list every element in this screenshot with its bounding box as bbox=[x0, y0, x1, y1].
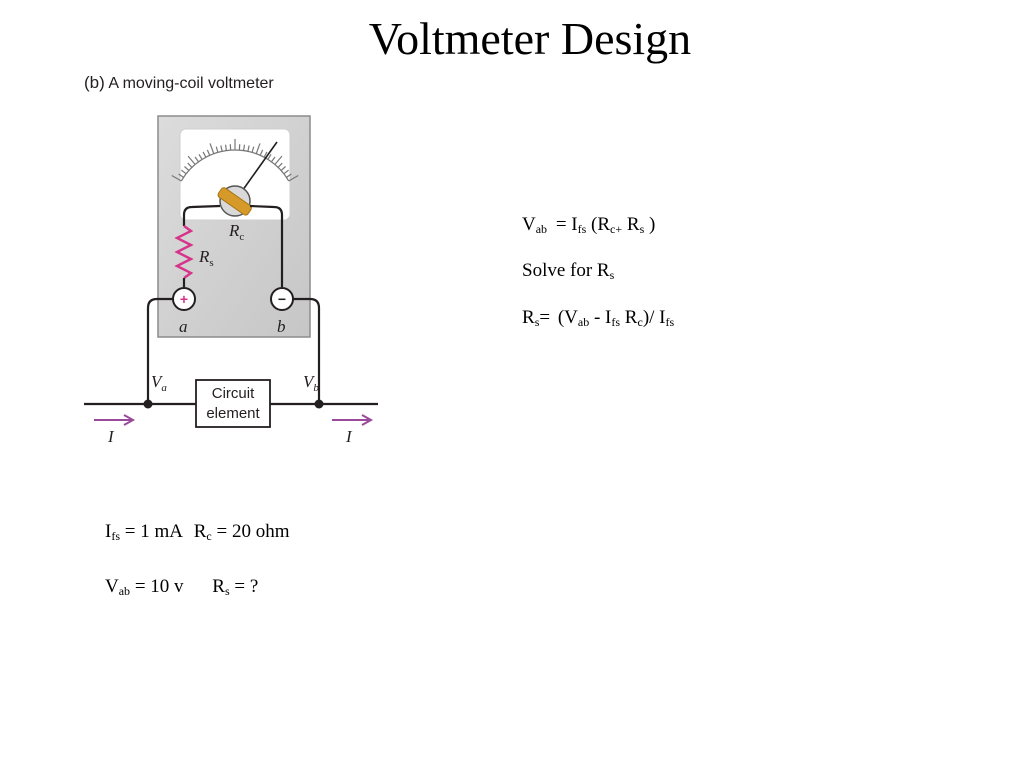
node-a bbox=[143, 399, 153, 409]
label-current-right: I bbox=[345, 427, 353, 446]
meter-scale-tick bbox=[274, 155, 283, 165]
meter-scale-tick bbox=[198, 154, 203, 160]
equation-rs: Rs= (Vab - Ifs Rc)/ Ifs bbox=[522, 307, 675, 329]
meter-scale-tick bbox=[171, 174, 182, 182]
meter-scale bbox=[171, 139, 299, 182]
circuit-element-box bbox=[195, 379, 271, 428]
meter-scale-tick bbox=[184, 166, 190, 171]
meter-scale-tick bbox=[187, 155, 196, 165]
meter-scale-tick bbox=[286, 173, 292, 178]
meter-scale-tick bbox=[202, 151, 207, 158]
label-b: b bbox=[277, 317, 286, 336]
given-line-1: Ifs = 1 mA Rc = 20 ohm bbox=[105, 521, 290, 543]
meter-scale-tick bbox=[181, 169, 187, 175]
label-rc-sub: c bbox=[239, 231, 244, 243]
meter-scale-tick bbox=[288, 174, 299, 182]
label-vb-sub: b bbox=[313, 382, 319, 394]
meter-scale-tick bbox=[255, 143, 261, 154]
figure-caption: (b) A moving-coil voltmeter bbox=[84, 73, 274, 93]
meter-scale-tick bbox=[280, 166, 286, 171]
label-vb: Vb bbox=[303, 372, 319, 394]
meter-scale-tick bbox=[243, 144, 246, 151]
moving-coil bbox=[217, 187, 252, 216]
meter-scale-tick bbox=[209, 143, 215, 154]
terminal-plus-sign: + bbox=[180, 291, 188, 307]
wire-coil-right bbox=[249, 204, 284, 287]
label-current-left: I bbox=[107, 427, 115, 446]
lead-a bbox=[146, 297, 173, 404]
figure-caption-text: A moving-coil voltmeter bbox=[108, 75, 274, 92]
resistor-rs bbox=[174, 225, 194, 279]
meter-scale-tick bbox=[215, 146, 219, 153]
meter-scale-tick bbox=[187, 162, 193, 168]
meter-scale-tick bbox=[178, 173, 184, 178]
meter-scale-tick bbox=[224, 144, 227, 151]
equation-solve-for: Solve for Rs bbox=[522, 260, 615, 282]
meter-scale-tick bbox=[251, 146, 255, 153]
wire-coil-left bbox=[182, 204, 221, 226]
equation-vab: Vab = Ifs (Rc+ Rs ) bbox=[522, 214, 656, 236]
label-va-sub: a bbox=[161, 382, 167, 394]
meter-scale-tick bbox=[267, 154, 272, 160]
meter-scale-tick bbox=[247, 145, 250, 152]
terminal-minus-sign: − bbox=[278, 291, 286, 307]
meter-scale-tick bbox=[220, 145, 223, 152]
circuit-element-label-2: element bbox=[206, 405, 260, 422]
meter-scale-tick bbox=[194, 156, 200, 163]
meter-scale-tick bbox=[270, 156, 276, 163]
label-rc: Rc bbox=[228, 221, 244, 243]
meter-scale-tick bbox=[206, 149, 211, 156]
current-arrow-right bbox=[332, 414, 374, 426]
label-rs-sub: s bbox=[209, 257, 213, 269]
lead-b bbox=[293, 297, 321, 404]
node-b bbox=[314, 399, 324, 409]
meter-scale-tick bbox=[277, 162, 283, 168]
label-a: a bbox=[179, 317, 188, 336]
given-line-2: Vab = 10 v Rs = ? bbox=[105, 576, 259, 598]
meter-scale-tick bbox=[259, 149, 264, 156]
figure-caption-tag: (b) bbox=[84, 73, 105, 92]
label-rs: Rs bbox=[198, 247, 214, 269]
current-arrow-left bbox=[94, 414, 136, 426]
circuit-element-label-1: Circuit bbox=[212, 385, 255, 402]
label-va: Va bbox=[151, 372, 167, 394]
meter-scale-tick bbox=[283, 169, 289, 175]
slide-title: Voltmeter Design bbox=[368, 13, 692, 64]
meter-scale-tick bbox=[263, 151, 268, 158]
